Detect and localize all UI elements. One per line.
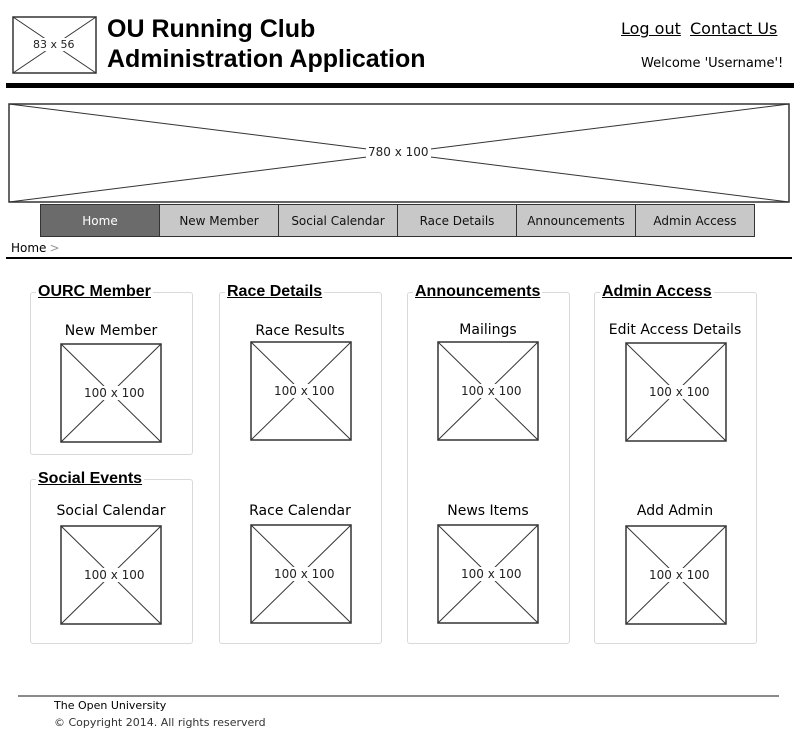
logo-placeholder: 83 x 56 [12, 16, 97, 74]
image-size-label: 100 x 100 [82, 386, 147, 400]
item-label-social-calendar[interactable]: Social Calendar [56, 503, 166, 519]
image-size-label: 100 x 100 [459, 567, 524, 581]
item-label-race-calendar[interactable]: Race Calendar [249, 503, 351, 519]
mailings-image[interactable]: 100 x 100 [437, 341, 539, 441]
social-calendar-image[interactable]: 100 x 100 [60, 525, 162, 625]
image-size-label: 100 x 100 [272, 567, 337, 581]
breadcrumb-home[interactable]: Home [11, 241, 47, 255]
banner-placeholder: 780 x 100 [8, 103, 790, 203]
main-nav: Home New Member Social Calendar Race Det… [40, 204, 755, 237]
nav-social-calendar[interactable]: Social Calendar [278, 204, 398, 237]
contact-us-link[interactable]: Contact Us [690, 19, 778, 38]
nav-home[interactable]: Home [40, 204, 160, 237]
item-label-edit-access-details[interactable]: Edit Access Details [608, 322, 742, 338]
image-size-label: 100 x 100 [82, 568, 147, 582]
nav-announcements[interactable]: Announcements [516, 204, 636, 237]
item-label-add-admin[interactable]: Add Admin [636, 503, 714, 519]
item-label-news-items[interactable]: News Items [447, 503, 529, 519]
image-size-label: 100 x 100 [647, 568, 712, 582]
nav-new-member[interactable]: New Member [159, 204, 279, 237]
nav-race-details[interactable]: Race Details [397, 204, 517, 237]
edit-access-details-image[interactable]: 100 x 100 [625, 342, 727, 442]
item-label-mailings[interactable]: Mailings [459, 322, 517, 338]
add-admin-image[interactable]: 100 x 100 [625, 525, 727, 625]
section-title-announcements: Announcements [413, 283, 543, 301]
app-title-line2: Administration Application [107, 45, 426, 73]
new-member-image[interactable]: 100 x 100 [60, 343, 162, 443]
image-size-label: 100 x 100 [459, 384, 524, 398]
section-title-social-events: Social Events [36, 470, 145, 488]
breadcrumb-divider [6, 257, 792, 259]
footer-copyright: © Copyright 2014. All rights reserverd [54, 716, 266, 729]
logo-size-label: 83 x 56 [31, 38, 77, 51]
welcome-message: Welcome 'Username'! [641, 56, 784, 71]
item-label-new-member[interactable]: New Member [64, 323, 158, 339]
section-title-race-details: Race Details [225, 283, 325, 301]
item-label-race-results[interactable]: Race Results [255, 323, 345, 339]
nav-admin-access[interactable]: Admin Access [635, 204, 755, 237]
logout-link[interactable]: Log out [621, 19, 681, 38]
image-size-label: 100 x 100 [647, 385, 712, 399]
breadcrumb: Home> [11, 241, 60, 255]
news-items-image[interactable]: 100 x 100 [437, 524, 539, 624]
header-divider [6, 83, 794, 88]
section-title-ourc-member: OURC Member [36, 283, 153, 301]
image-size-label: 100 x 100 [272, 384, 337, 398]
footer-org: The Open University [54, 699, 167, 712]
app-title-line1: OU Running Club [107, 15, 316, 43]
footer-divider [18, 695, 779, 697]
banner-size-label: 780 x 100 [366, 145, 431, 159]
breadcrumb-separator: > [49, 241, 60, 255]
section-title-admin-access: Admin Access [600, 283, 714, 301]
race-results-image[interactable]: 100 x 100 [250, 341, 352, 441]
race-calendar-image[interactable]: 100 x 100 [250, 524, 352, 624]
